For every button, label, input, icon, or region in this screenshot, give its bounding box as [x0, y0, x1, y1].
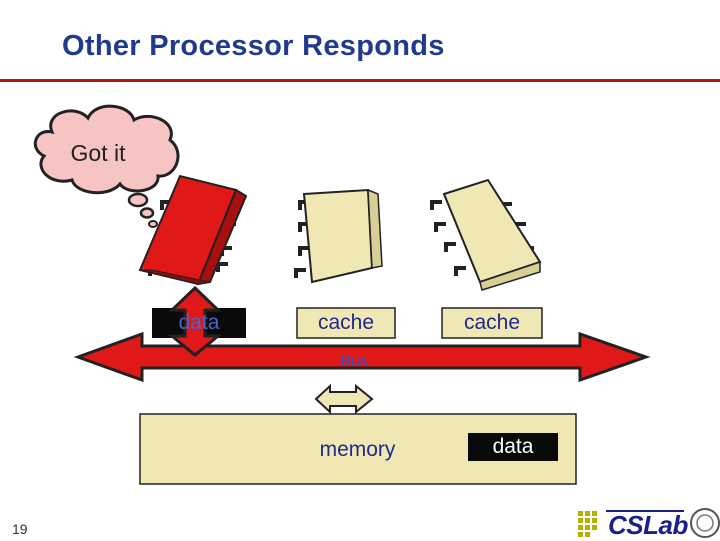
- bus-arrow: [73, 331, 651, 383]
- processor-2: [294, 188, 383, 284]
- cache-box-2: [296, 307, 396, 339]
- thought-text: Got it: [70, 140, 126, 166]
- cache-bus-arrow: [167, 285, 223, 357]
- title-rule: [0, 79, 720, 82]
- cslab-logo-text: CSLab: [608, 510, 688, 540]
- processor-3: [430, 178, 542, 291]
- thought-cloud: [33, 104, 180, 228]
- slide-title: Other Processor Responds: [62, 30, 445, 62]
- memory-label: memory: [319, 438, 396, 461]
- cache-label-1: data: [178, 311, 220, 334]
- cache-box-3: [441, 307, 543, 339]
- bus-label: Bus: [340, 353, 368, 370]
- cache-label-2: cache: [317, 311, 375, 334]
- cache-label-3: cache: [463, 311, 521, 334]
- memory-bus-arrow: [314, 383, 374, 415]
- memory-data-box: [468, 433, 558, 461]
- processor-1: [138, 174, 248, 286]
- memory-data-label: data: [492, 435, 534, 458]
- cslab-logo: [578, 508, 720, 538]
- page-number: 19: [12, 521, 28, 537]
